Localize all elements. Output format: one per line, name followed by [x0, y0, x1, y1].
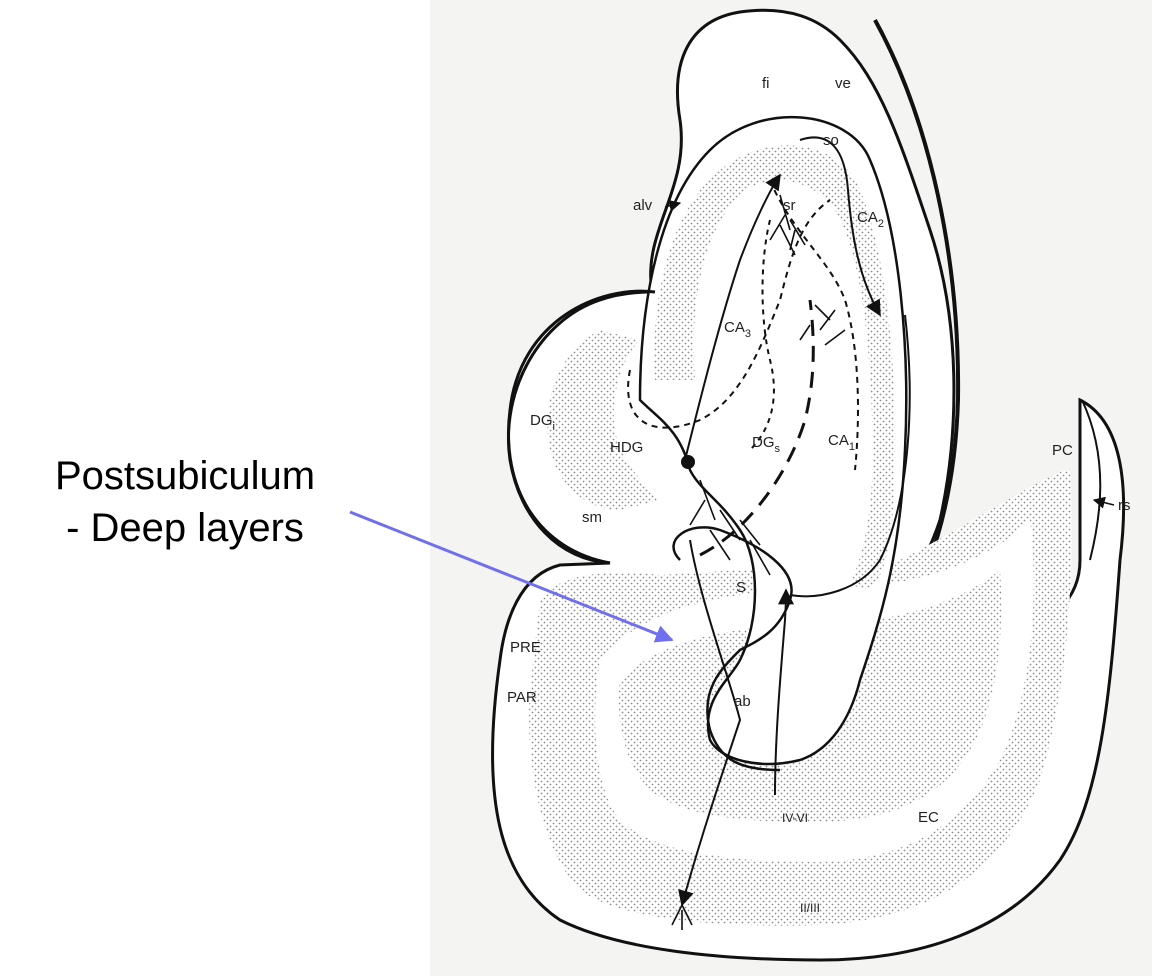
label-dgi-sub: i [553, 421, 555, 433]
label-alv: alv [633, 197, 653, 214]
label-ca1-text: CA [828, 432, 849, 449]
label-pre: PRE [510, 639, 541, 656]
label-ca1-sub: 1 [849, 441, 855, 453]
label-ca3-text: CA [724, 319, 745, 336]
label-ec: EC [918, 809, 939, 826]
label-dgs-sub: s [775, 443, 781, 455]
label-ve: ve [835, 75, 851, 92]
label-ii-iii: II/III [800, 901, 820, 915]
label-hdg: HDG [610, 439, 643, 456]
label-par: PAR [507, 689, 537, 706]
label-so: so [823, 132, 839, 149]
label-ab: ab [734, 693, 751, 710]
label-fi: fi [762, 75, 770, 92]
label-dgi-text: DG [530, 412, 553, 429]
granule-cell-body [681, 455, 695, 469]
label-ca3-sub: 3 [745, 328, 751, 340]
label-sm: sm [582, 509, 602, 526]
label-ca2-sub: 2 [878, 218, 884, 230]
label-rs: rs [1118, 497, 1131, 514]
label-ca2-text: CA [857, 209, 878, 226]
label-pc: PC [1052, 442, 1073, 459]
label-sr: sr [783, 197, 796, 214]
label-iv-vi: IV-VI [782, 811, 808, 825]
label-dgs-text: DG [752, 434, 775, 451]
label-s: S [736, 579, 746, 596]
